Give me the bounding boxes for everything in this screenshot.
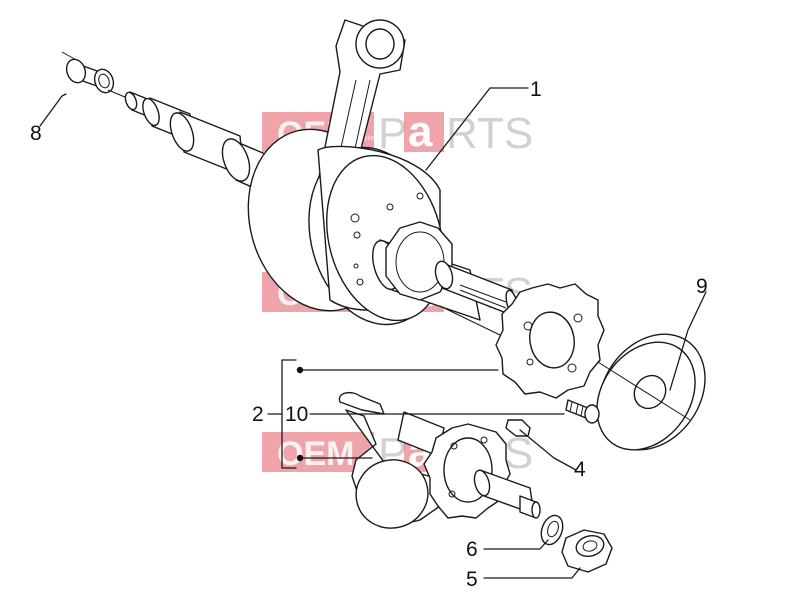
callout-10: 10 [285, 403, 308, 426]
svg-text:a: a [408, 107, 433, 156]
crankshaft-part-1 [107, 19, 519, 326]
balance-shaft-assembly [338, 391, 541, 529]
timing-gear-upper [439, 283, 605, 399]
washer-part-6 [540, 514, 564, 546]
callout-5: 5 [466, 568, 478, 591]
svg-text:bike: bike [362, 135, 375, 142]
callout-8: 8 [30, 122, 42, 145]
svg-text:P: P [378, 109, 407, 158]
bullet-dot-lower [296, 454, 304, 462]
callout-4: 4 [574, 458, 586, 481]
callout-6: 6 [466, 538, 478, 561]
callout-2: 2 [252, 403, 264, 426]
svg-text:OEM: OEM [277, 435, 354, 473]
callout-9: 9 [696, 275, 708, 298]
nut-part-5 [561, 529, 613, 573]
screw-part-10 [565, 399, 600, 424]
leader-lines [39, 87, 707, 579]
callout-1: 1 [530, 78, 542, 101]
bullet-dot-upper [296, 366, 304, 374]
bushing-part-8 [61, 51, 115, 94]
svg-text:RTS: RTS [446, 109, 533, 158]
